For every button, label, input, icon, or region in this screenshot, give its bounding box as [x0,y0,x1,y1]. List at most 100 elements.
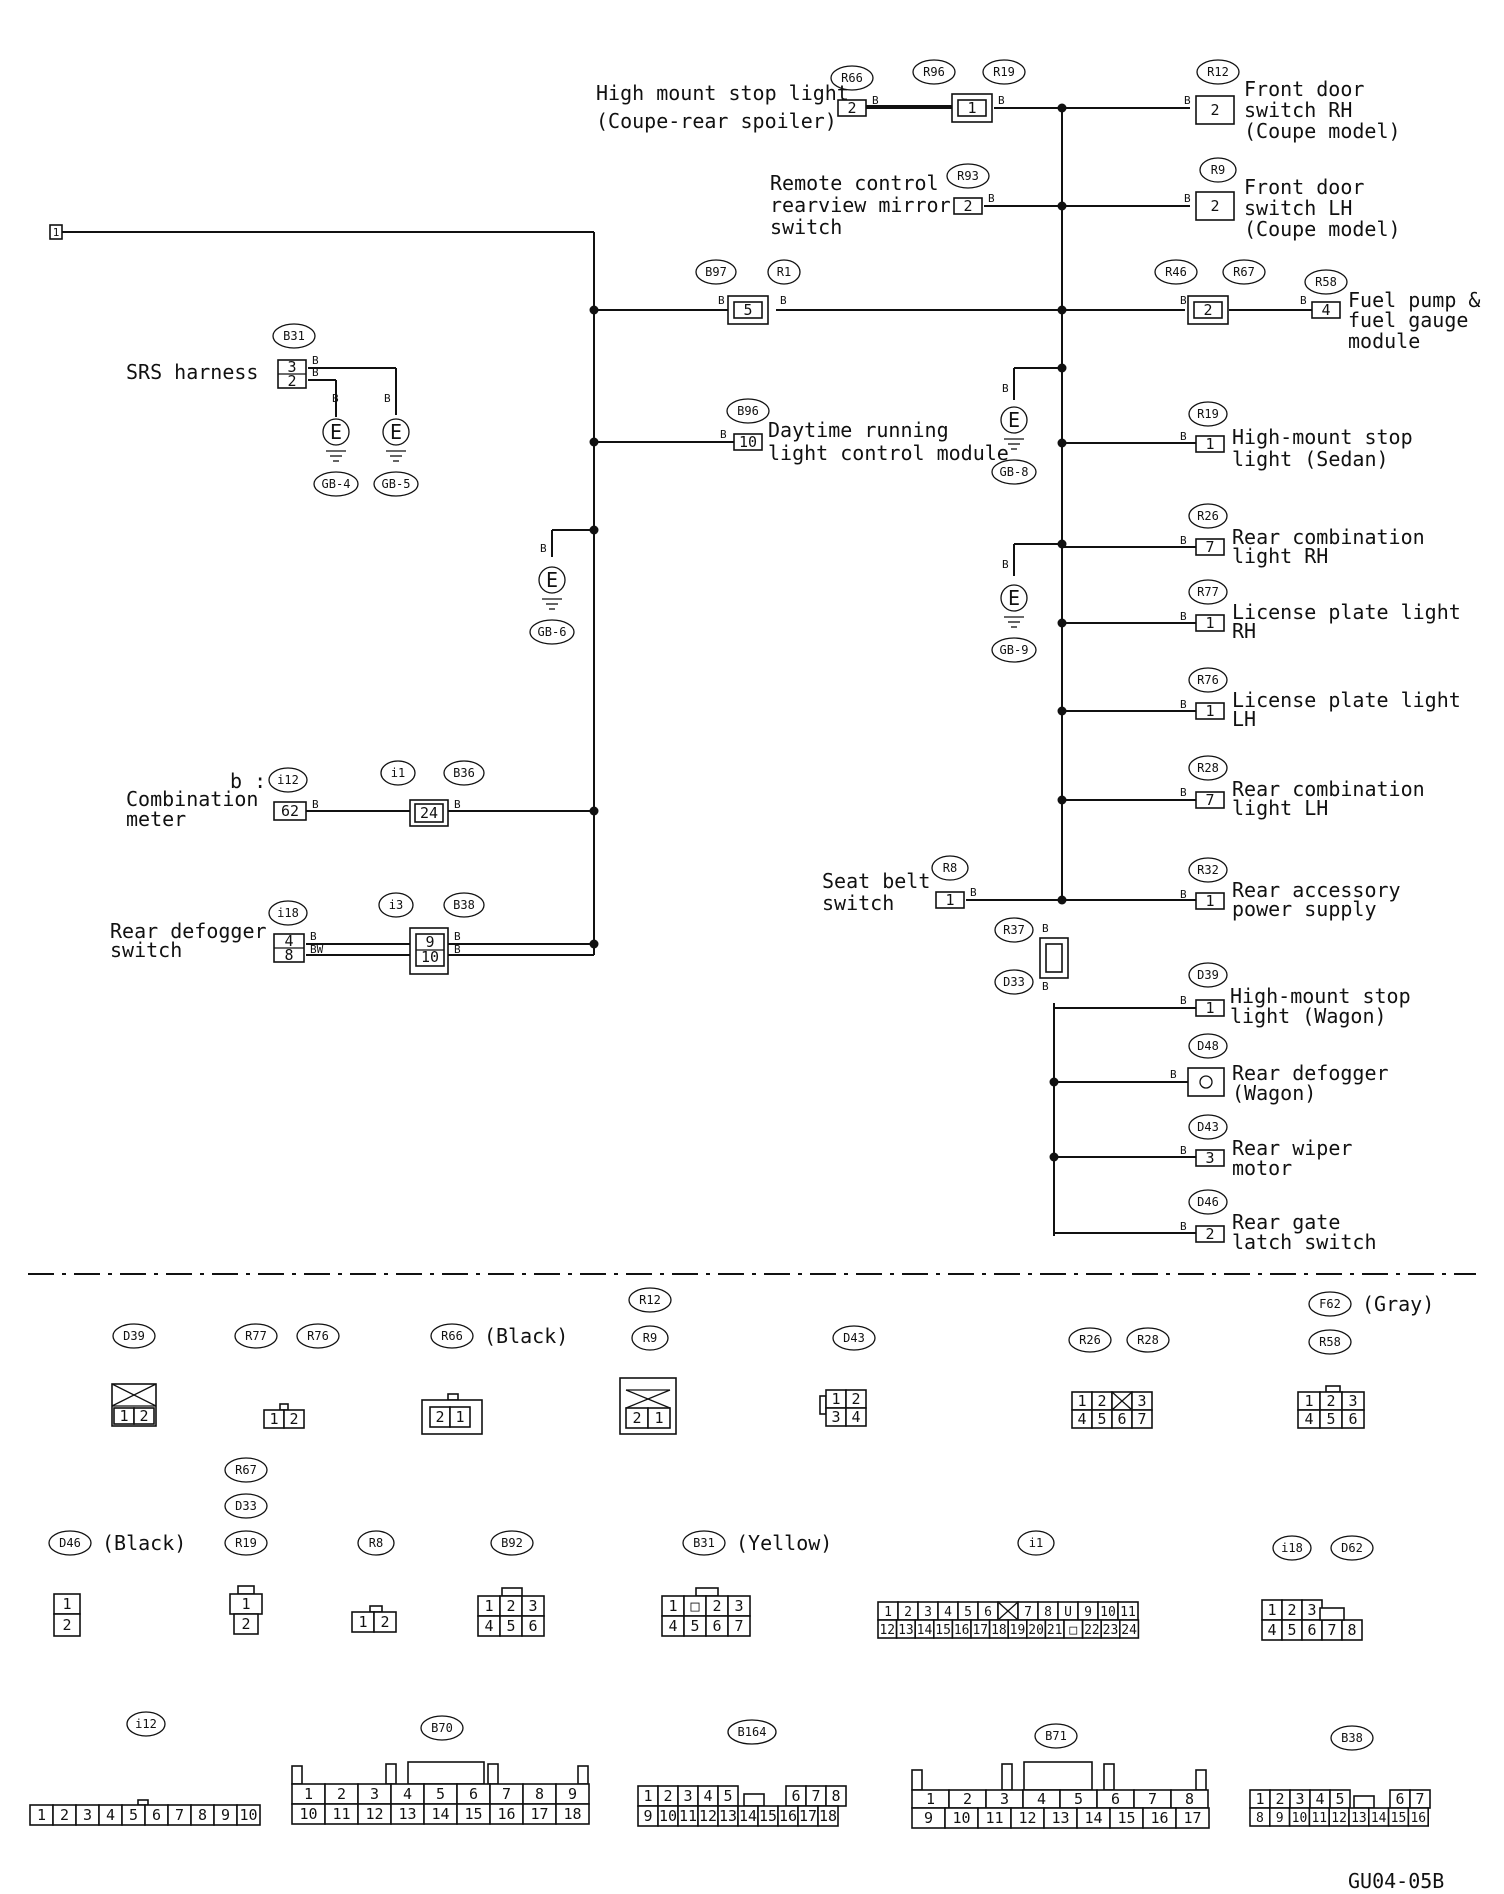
junction-dot [589,305,599,315]
svg-text:B: B [312,366,319,379]
svg-text:i12: i12 [277,773,299,787]
pin-number: 4 [1267,1621,1276,1639]
pin-number: 10 [1292,1811,1308,1826]
svg-text:i3: i3 [389,898,403,912]
pin-number: 17 [1183,1809,1201,1827]
pin-number: 7 [811,1787,820,1805]
svg-text:switch: switch [822,891,894,915]
svg-text:B: B [1002,382,1009,395]
svg-text:B: B [1180,888,1187,901]
pin-number: 2 [1326,1392,1335,1410]
svg-text:R58: R58 [1315,275,1337,289]
svg-text:B: B [310,930,317,943]
svg-text:7: 7 [1205,791,1214,809]
svg-text:B: B [1180,534,1187,547]
svg-text:B: B [454,943,461,956]
pin-number: 5 [1074,1790,1083,1808]
pin-number: 4 [106,1806,115,1824]
pin-number: 10 [299,1805,317,1823]
pin-number: 12 [1018,1809,1036,1827]
pin-number: 21 [1047,1623,1063,1638]
svg-text:switch: switch [770,215,842,239]
pin-number: 14 [431,1805,449,1823]
pin-number: 9 [1084,1605,1092,1620]
pin-number: 3 [831,1408,840,1426]
svg-text:B: B [718,294,725,307]
pin-cell [373,1611,397,1633]
pin-number: 12 [879,1623,895,1638]
rear-defogger-switch: Rear defogger switch i18 4 8 B BW i3 B38… [110,892,485,975]
svg-text:R32: R32 [1197,863,1219,877]
svg-text:R12: R12 [1207,65,1229,79]
pin-number: 6 [469,1785,478,1803]
svg-text:E: E [1008,408,1020,432]
junction-dot [1057,363,1067,373]
face-d46: D46 (Black) 1 2 [48,1530,186,1637]
svg-text:High-mount stop: High-mount stop [1230,984,1411,1008]
svg-text:B: B [1180,294,1187,307]
pin-number: 3 [83,1806,92,1824]
svg-text:E: E [546,568,558,592]
pin-cell [133,1407,155,1425]
svg-text:GB-9: GB-9 [1000,643,1029,657]
pin-number: 3 [683,1787,692,1805]
svg-text:E: E [390,420,402,444]
svg-text:i1: i1 [1029,1536,1043,1550]
pin-number: 1 [1304,1392,1313,1410]
pin-number: 5 [1097,1410,1106,1428]
pin-number: 2 [62,1616,71,1634]
pin-number: 1 [1255,1790,1264,1808]
svg-text:GB-6: GB-6 [538,625,567,639]
pin-number: 1 [831,1390,840,1408]
pin-number: 15 [1117,1809,1135,1827]
svg-text:motor: motor [1232,1156,1292,1180]
pin-number: 7 [1415,1790,1424,1808]
svg-text:i12: i12 [135,1717,157,1731]
pin-number: 7 [502,1785,511,1803]
svg-text:B: B [1184,94,1191,107]
svg-text:R67: R67 [235,1463,257,1477]
pin-number: 1 [1267,1601,1276,1619]
svg-text:(Black): (Black) [484,1324,568,1348]
svg-text:B: B [1180,786,1187,799]
svg-text:Front door: Front door [1244,175,1364,199]
junction-dot [1057,438,1067,448]
pin-number: 14 [1371,1811,1387,1826]
pin-number: 11 [679,1807,697,1825]
svg-text:R28: R28 [1137,1333,1159,1347]
svg-text:i18: i18 [277,906,299,920]
svg-text:R93: R93 [957,169,979,183]
junctions [589,103,1067,1162]
pin-number: 3 [1295,1790,1304,1808]
svg-text:B36: B36 [453,766,475,780]
pin-number: 1 [37,1806,46,1824]
junction-dot [589,437,599,447]
rear-combination-light-rh: R26 B 7 Rear combination light RH [1180,503,1425,568]
svg-text:10: 10 [739,433,757,451]
daytime-running-light-module: B96 B 10 Daytime running light control m… [720,398,1009,465]
pin-number: 8 [831,1787,840,1805]
svg-text:B38: B38 [1341,1731,1363,1745]
svg-text:B: B [1170,1068,1177,1081]
pin-number: 7 [1137,1410,1146,1428]
pin-number: 2 [241,1615,250,1633]
svg-text:power supply: power supply [1232,897,1377,921]
pin-number: 2 [60,1806,69,1824]
pin-number: 5 [690,1617,699,1635]
pin-number: 17 [972,1623,988,1638]
pin-cell [1407,1807,1430,1827]
pin-number: 1 [926,1790,935,1808]
pin-number: 6 [791,1787,800,1805]
pin-cell [449,1406,471,1428]
svg-text:Rear combination: Rear combination [1232,525,1425,549]
svg-text:B164: B164 [738,1725,767,1739]
ground-gb8: B E GB-8 [991,382,1037,485]
svg-text:B: B [454,798,461,811]
svg-text:B31: B31 [283,329,305,343]
pin-number: 2 [1287,1601,1296,1619]
